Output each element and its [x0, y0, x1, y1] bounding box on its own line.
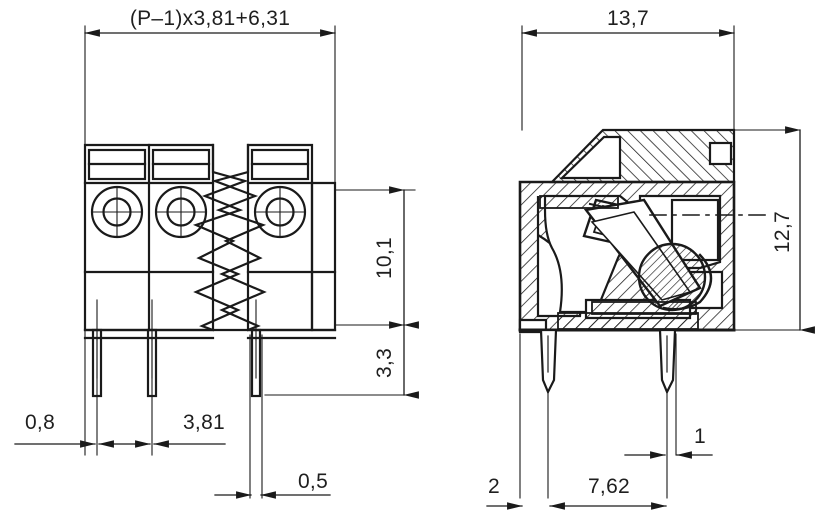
- dim-label-10-1: 10,1: [373, 237, 396, 279]
- front-screw-3: [253, 185, 307, 239]
- dim-label-3-81: 3,81: [183, 411, 225, 434]
- break-line-left: [192, 143, 249, 332]
- section-view-geometry: [518, 25, 801, 499]
- section-wire: [637, 242, 713, 312]
- dim-label-0-8: 0,8: [25, 411, 55, 434]
- dim-label-2: 2: [488, 475, 500, 498]
- dim-label-front-top: (P–1)x3,81+6,31: [130, 7, 290, 30]
- front-pins: [91, 328, 262, 398]
- dim-label-12-7: 12,7: [771, 211, 794, 253]
- front-wire-slots: [87, 148, 310, 181]
- break-line-right: [211, 143, 267, 332]
- section-pins: [539, 328, 677, 395]
- front-screw-2: [154, 185, 208, 239]
- dimension-labels: (P–1)x3,81+6,31 13,7 10,1 3,3 12,7 0,8 3…: [25, 7, 794, 498]
- dimension-lines: [14, 29, 815, 510]
- front-view-geometry: [83, 25, 416, 499]
- dim-label-13-7: 13,7: [607, 7, 649, 30]
- section-ledges: [539, 195, 699, 330]
- dim-label-3-3: 3,3: [373, 348, 396, 378]
- dim-label-0-5: 0,5: [298, 470, 328, 493]
- front-end-block: [310, 181, 337, 332]
- dim-label-1: 1: [694, 425, 706, 448]
- front-screw-1: [90, 185, 144, 239]
- dim-label-7-62: 7,62: [588, 475, 630, 498]
